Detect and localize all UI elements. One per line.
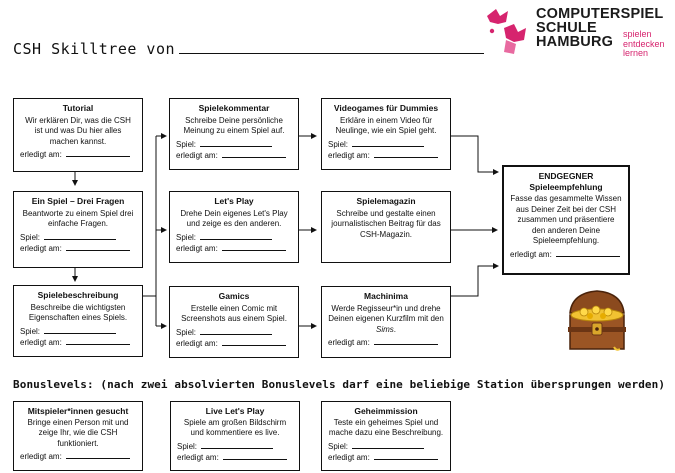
player-line: Spiel: [20,326,136,338]
box-lets-play: Let's Play Drehe Dein eigenes Let's Play… [169,191,299,263]
box-description: Werde Regisseur*in und drehe Deinen eige… [328,303,444,334]
box-subtitle: Spieleempfehlung [529,181,603,192]
box-videogames-fuer-dummies: Videogames für Dummies Erkläre in einem … [321,98,451,170]
player-line: Spiel: [177,441,293,453]
bonus-heading: Bonuslevels: (nach zwei absolvierten Bon… [13,378,666,391]
box-title: Spielebeschreibung [37,290,119,300]
box-title: Mitspieler*innen gesucht [27,406,129,416]
box-gamics: Gamics Erstelle einen Comic mit Screensh… [169,286,299,358]
logo-tagline: spielen entdecken lernen [623,29,665,58]
done-line: erledigt am: [328,452,444,464]
treasure-chest-icon [568,290,626,351]
box-spielebeschreibung: Spielebeschreibung Beschreibe die wichti… [13,285,143,357]
box-description: Wir erklären Dir, was die CSH ist und wa… [25,115,131,146]
box-title: Gamics [218,291,250,301]
box-title: ENDGEGNER [538,171,594,181]
done-line: erledigt am: [20,451,136,463]
box-geheimmission: Geheimmission Teste ein geheimes Spiel u… [321,401,451,471]
done-line: erledigt am: [176,243,292,255]
player-line: Spiel: [20,232,136,244]
done-line: erledigt am: [20,337,136,349]
box-ein-spiel-drei-fragen: Ein Spiel – Drei Fragen Beantworte zu ei… [13,191,143,268]
box-description: Beantworte zu einem Spiel drei einfache … [22,208,134,229]
box-title: Let's Play [214,196,254,206]
box-description: Bringe einen Person mit und zeige Ihr, w… [27,417,129,448]
box-description: Spiele am großen Bildschirm und kommenti… [183,417,287,438]
done-line: erledigt am: [20,149,136,161]
csh-logo: COMPUTERSPIEL SCHULE HAMBURG spielen ent… [484,4,674,64]
box-tutorial: Tutorial Wir erklären Dir, was die CSH i… [13,98,143,172]
done-line: erledigt am: [328,337,444,349]
box-description: Erstelle einen Comic mit Screenshots aus… [181,303,287,324]
box-description: Beschreibe die wichtigsten Eigenschaften… [28,302,128,323]
box-title: Geheimmission [354,406,418,416]
box-endgegner: ENDGEGNER Spieleempfehlung Fasse das ges… [502,165,630,275]
box-title: Live Let's Play [205,406,265,416]
box-title: Spielemagazin [356,196,416,206]
box-description: Drehe Dein eigenes Let's Play und zeige … [180,208,288,229]
name-blank-line [179,42,485,54]
player-line: Spiel: [328,139,444,151]
box-description: Fasse das gesammelte Wissen aus Deiner Z… [510,194,622,245]
done-line: erledigt am: [20,243,136,255]
box-live-lets-play: Live Let's Play Spiele am großen Bildsch… [170,401,300,471]
logo-mark-icon [487,9,526,54]
box-description: Teste ein geheimes Spiel und mache dazu … [328,417,444,438]
box-mitspieler-innen-gesucht: Mitspieler*innen gesucht Bringe einen Pe… [13,401,143,471]
box-title: Videogames für Dummies [333,103,439,113]
box-title: Tutorial [62,103,94,113]
done-line: erledigt am: [176,150,292,162]
done-line: erledigt am: [510,249,622,261]
box-description: Schreibe Deine persönliche Meinung zu ei… [183,115,285,136]
done-line: erledigt am: [176,338,292,350]
box-description: Schreibe und gestalte einen journalistis… [331,208,441,239]
logo-brand: COMPUTERSPIEL SCHULE HAMBURG [536,6,664,50]
box-description: Erkläre in einem Video für Neulinge, wie… [335,115,437,136]
box-title: Machinima [364,291,408,301]
box-title: Spielekommentar [198,103,270,113]
done-line: erledigt am: [328,150,444,162]
box-spielemagazin: Spielemagazin Schreibe und gestalte eine… [321,191,451,263]
player-line: Spiel: [176,139,292,151]
page-title: CSH Skilltree von [13,40,485,58]
done-line: erledigt am: [177,452,293,464]
player-line: Spiel: [176,327,292,339]
box-title: Ein Spiel – Drei Fragen [31,196,125,206]
player-line: Spiel: [176,232,292,244]
box-machinima: Machinima Werde Regisseur*in und drehe D… [321,286,451,358]
box-spielekommentar: Spielekommentar Schreibe Deine persönlic… [169,98,299,170]
player-line: Spiel: [328,441,444,453]
